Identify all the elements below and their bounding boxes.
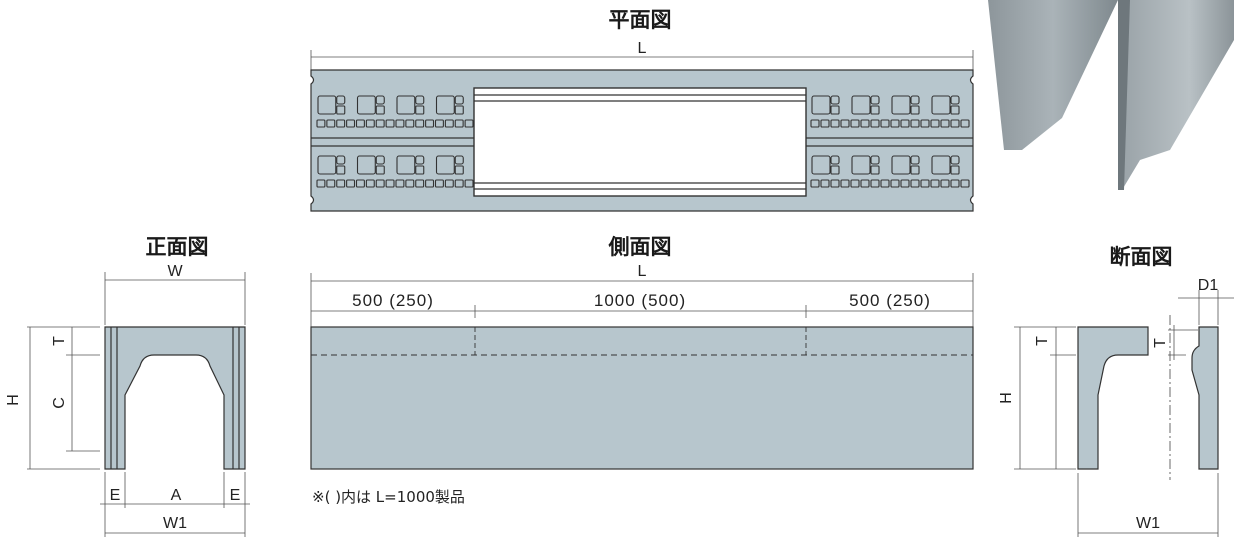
side-seg-right: 500 (250)	[849, 291, 931, 310]
side-view-title: 側面図	[608, 235, 672, 259]
front-dim-W1: W1	[163, 515, 187, 532]
front-dim-E-right: E	[230, 487, 241, 504]
front-dim-T: T	[51, 336, 68, 346]
section-view	[1077, 315, 1219, 480]
note-text: ※( )内は L=1000製品	[312, 488, 465, 506]
section-dim-T-right: T	[1152, 338, 1169, 348]
front-view-title: 正面図	[146, 235, 209, 259]
section-view-title: 断面図	[1110, 245, 1173, 269]
front-dim-A: A	[171, 487, 182, 504]
side-view	[310, 326, 974, 470]
section-dim-T-left: T	[1034, 336, 1051, 346]
side-dim-L: L	[638, 263, 647, 280]
front-view	[104, 326, 246, 470]
side-seg-mid: 1000 (500)	[594, 291, 686, 310]
front-dim-W: W	[167, 263, 183, 280]
front-dim-E-left: E	[110, 487, 121, 504]
section-dim-D1: D1	[1198, 277, 1219, 294]
section-dim-H: H	[998, 392, 1015, 404]
plan-view-title: 平面図	[609, 8, 672, 32]
plan-length-dimension: L	[310, 40, 974, 72]
section-dimensions: D1 H T T W1	[998, 277, 1234, 537]
side-seg-left: 500 (250)	[352, 291, 434, 310]
front-dim-C: C	[51, 397, 68, 409]
plan-view	[310, 69, 974, 212]
section-dim-W1: W1	[1136, 515, 1160, 532]
front-dimensions: W H T C E A E W1	[5, 263, 250, 537]
product-photo	[988, 0, 1234, 190]
front-dim-H: H	[5, 394, 22, 406]
plan-dim-L: L	[638, 40, 647, 57]
side-dimensions: L 500 (250) 1000 (500) 500 (250)	[310, 263, 974, 327]
